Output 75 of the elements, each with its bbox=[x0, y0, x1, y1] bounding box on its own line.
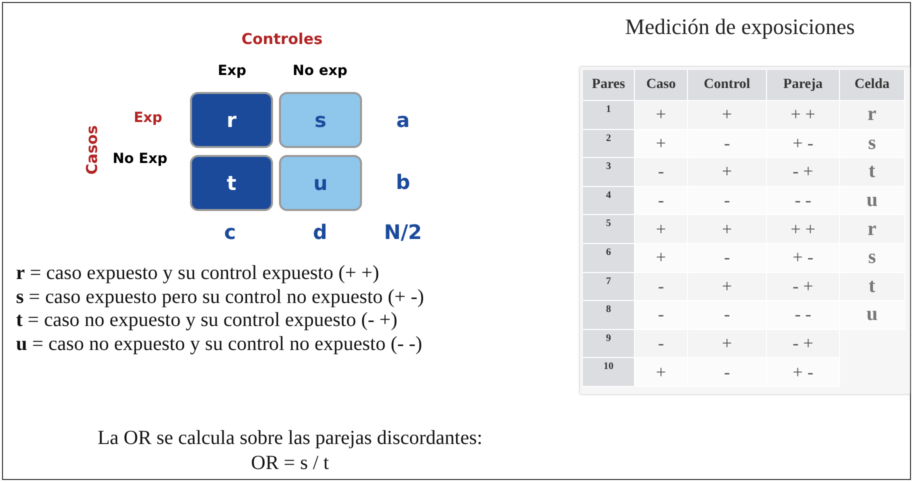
row-header: Exp bbox=[134, 110, 162, 126]
table-title: Medición de exposiciones bbox=[625, 14, 855, 40]
table-cell: - bbox=[688, 358, 767, 387]
column-total: c bbox=[224, 220, 236, 244]
table-cell: - bbox=[635, 330, 688, 358]
row-number: 1 bbox=[583, 101, 635, 130]
table-cell: + bbox=[635, 101, 688, 130]
matrix-cell: t bbox=[190, 155, 273, 211]
table-cell: + bbox=[635, 244, 688, 273]
table-cell: + - bbox=[767, 244, 840, 273]
table-cell: - bbox=[635, 272, 688, 302]
axis-title: Casos bbox=[83, 125, 101, 175]
column-header: No exp bbox=[292, 63, 348, 79]
row-number: 7 bbox=[583, 272, 635, 302]
table-cell: - + bbox=[767, 272, 840, 302]
table-cell: t bbox=[840, 272, 905, 302]
table-cell: - bbox=[635, 301, 688, 330]
table-cell: - bbox=[688, 244, 767, 273]
table-cell: r bbox=[840, 215, 905, 244]
table-cell: u bbox=[840, 186, 905, 216]
table-cell: + bbox=[635, 215, 688, 244]
table-cell: t bbox=[840, 158, 905, 187]
definition-text: r = caso expuesto y su control expuesto (+ +) bbox=[16, 262, 380, 285]
column-header: Exp bbox=[218, 63, 246, 79]
table-cell: + + bbox=[767, 101, 840, 130]
table-cell: + bbox=[635, 358, 688, 387]
table-cell: - bbox=[688, 130, 767, 158]
column-header: Caso bbox=[635, 70, 688, 101]
formula-text: OR = s / t bbox=[251, 452, 329, 475]
table-cell: + bbox=[688, 215, 767, 244]
table-cell: + bbox=[688, 272, 767, 302]
column-header: Pares bbox=[583, 70, 635, 101]
row-number: 2 bbox=[583, 130, 635, 158]
definition-text: t = caso no expuesto y su control expuesto (- +) bbox=[16, 309, 398, 332]
axis-title: Controles bbox=[241, 30, 323, 48]
row-number: 8 bbox=[583, 301, 635, 330]
table-cell: - bbox=[688, 186, 767, 216]
table-cell: - + bbox=[767, 158, 840, 187]
table-cell: u bbox=[840, 301, 905, 330]
grand-total: N/2 bbox=[384, 220, 422, 244]
column-total: d bbox=[312, 220, 328, 244]
table-cell: - + bbox=[767, 330, 840, 358]
table-cell: s bbox=[840, 130, 905, 158]
table-cell: - bbox=[688, 301, 767, 330]
column-header: Pareja bbox=[767, 70, 840, 101]
row-number: 10 bbox=[583, 358, 635, 387]
row-number: 4 bbox=[583, 186, 635, 216]
table-cell: + bbox=[635, 130, 688, 158]
row-number: 9 bbox=[583, 330, 635, 358]
row-total: a bbox=[396, 108, 410, 132]
table-cell: - - bbox=[767, 301, 840, 330]
table-cell: + - bbox=[767, 130, 840, 158]
row-number: 5 bbox=[583, 215, 635, 244]
row-number: 6 bbox=[583, 244, 635, 273]
table-cell: + - bbox=[767, 358, 840, 387]
table-cell: + bbox=[688, 330, 767, 358]
table-cell: - - bbox=[767, 186, 840, 216]
definition-text: u = caso no expuesto y su control no expuesto (- -) bbox=[16, 332, 422, 356]
note-text: La OR se calcula sobre las parejas discordantes: bbox=[98, 427, 482, 450]
table-cell: + bbox=[688, 101, 767, 130]
table-cell: r bbox=[840, 101, 905, 130]
row-number: 3 bbox=[583, 158, 635, 187]
table-cell: - bbox=[635, 186, 688, 216]
table-cell: + bbox=[688, 158, 767, 187]
row-header: No Exp bbox=[112, 151, 168, 167]
matrix-cell: s bbox=[279, 92, 362, 148]
table-cell: s bbox=[840, 244, 905, 273]
definition-text: s = caso expuesto pero su control no expuesto (+ -) bbox=[16, 286, 424, 308]
column-header: Celda bbox=[840, 70, 905, 101]
matrix-cell: r bbox=[190, 92, 273, 148]
column-header: Control bbox=[688, 70, 767, 101]
matrix-cell: u bbox=[279, 155, 362, 211]
table-cell: - bbox=[635, 158, 688, 187]
table-cell: + + bbox=[767, 215, 840, 244]
row-total: b bbox=[396, 170, 410, 194]
